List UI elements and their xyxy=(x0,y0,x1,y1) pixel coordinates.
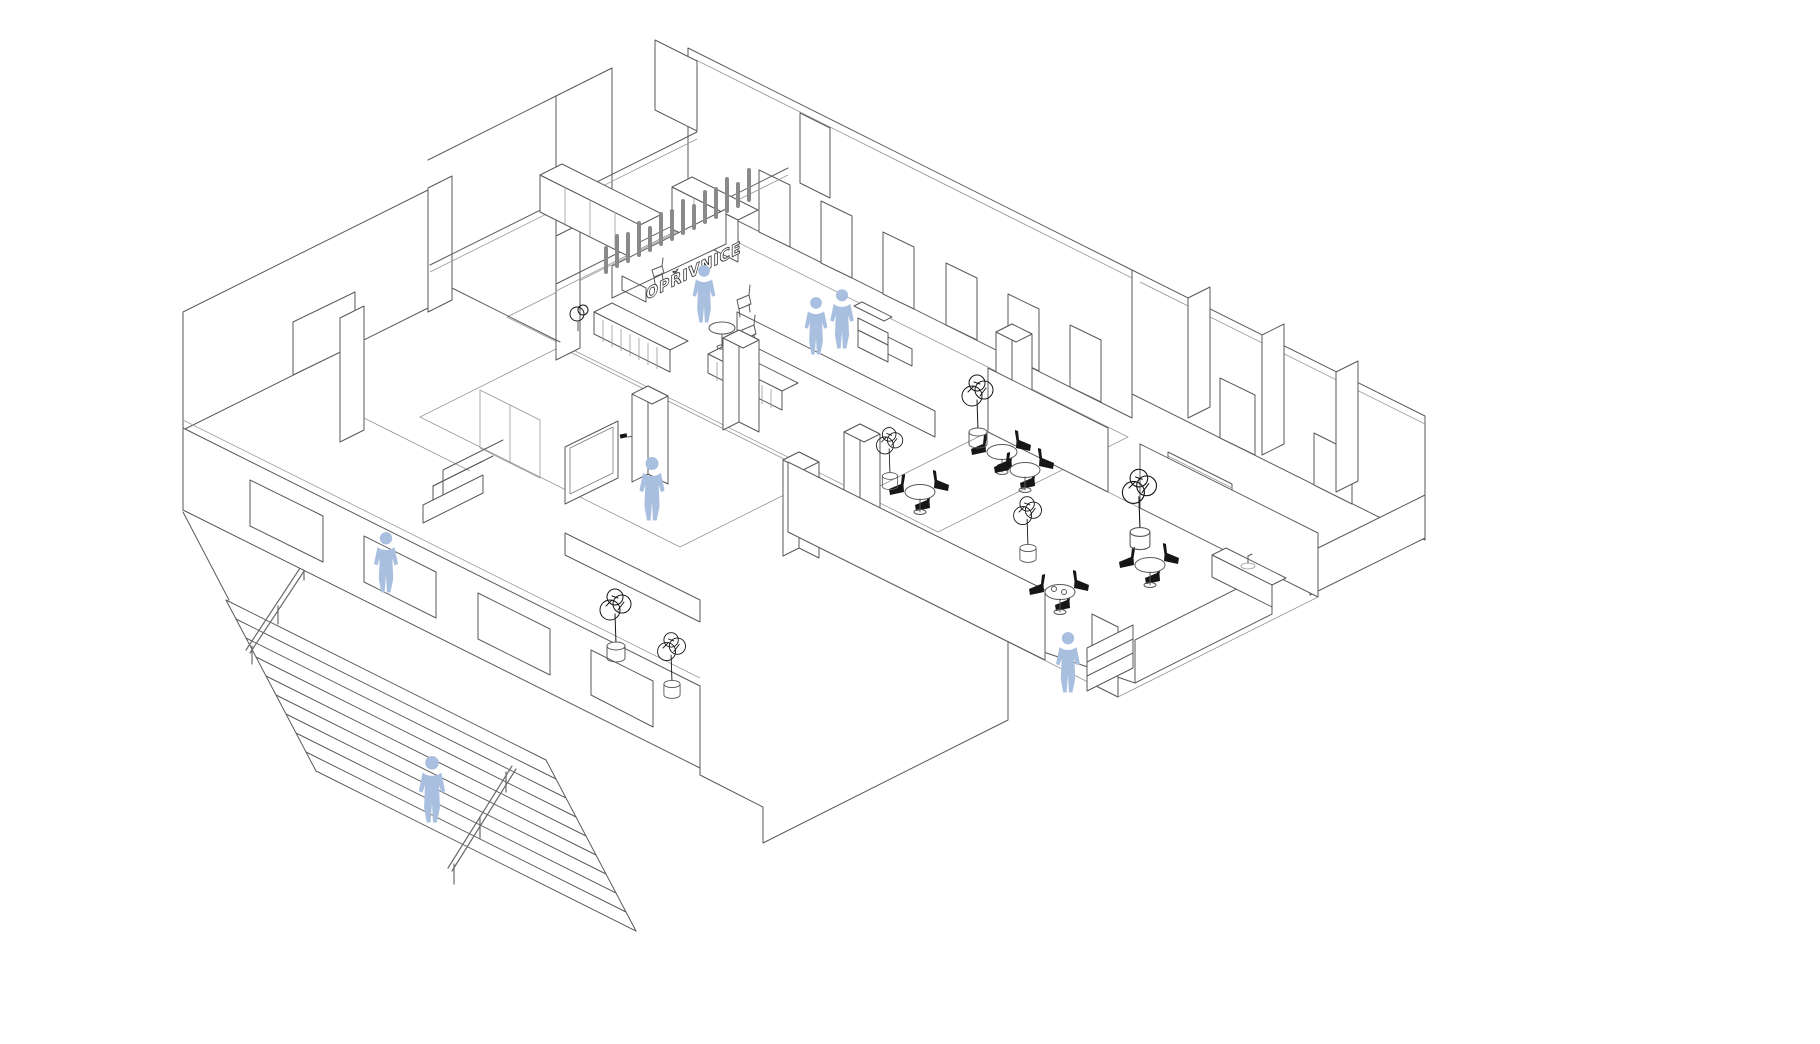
facade-window-3 xyxy=(477,592,551,676)
whiteboard xyxy=(564,420,619,505)
slatted-balustrades xyxy=(479,311,936,623)
plant-on-stand xyxy=(569,304,589,332)
cafe-shelf xyxy=(1086,624,1134,692)
facade-window-1 xyxy=(249,479,324,563)
facade-window-4 xyxy=(590,649,654,728)
stair-handrail-center xyxy=(447,765,517,885)
reception-area: OPŘIVNICE xyxy=(539,163,913,411)
door-4 xyxy=(945,262,978,341)
cafe-area xyxy=(787,367,1319,698)
wall-slab-b xyxy=(799,112,831,199)
right-wing-door xyxy=(1219,377,1256,456)
front-facade xyxy=(182,419,701,769)
entrance-stairs xyxy=(225,555,637,932)
door-6 xyxy=(1069,324,1102,403)
cafe-plant-2 xyxy=(1013,496,1042,563)
partition-2 xyxy=(1261,323,1285,456)
person-stairs xyxy=(418,756,446,823)
person-cafe-door xyxy=(1056,632,1080,693)
balustrade-upper xyxy=(736,311,936,438)
cafe-table-2 xyxy=(1119,543,1179,588)
copier xyxy=(853,301,913,367)
cafe-back-wall xyxy=(987,367,1319,598)
back-wall xyxy=(687,47,1133,419)
stepped-shelf xyxy=(422,439,504,524)
cups-on-table xyxy=(1051,586,1067,595)
partition-3 xyxy=(1335,360,1359,493)
person-lobby-1 xyxy=(804,297,828,355)
stair-handrail-upper xyxy=(245,555,313,665)
door-3 xyxy=(882,231,915,310)
wall-slab-a xyxy=(654,39,698,132)
door-2 xyxy=(820,200,853,279)
balustrade-entrance xyxy=(564,532,701,623)
entrance-mat xyxy=(419,346,821,548)
consult-desk xyxy=(621,257,665,303)
partition-a xyxy=(427,175,453,313)
reception-desk xyxy=(593,302,689,373)
door-1 xyxy=(758,169,791,248)
kitchen-counter xyxy=(1211,547,1287,608)
glass-door xyxy=(479,389,541,479)
partition-1 xyxy=(1187,286,1211,419)
partition-b xyxy=(339,305,365,443)
sign-dowel-screen xyxy=(604,168,751,299)
left-wing-window xyxy=(292,291,356,376)
column-2 xyxy=(722,329,760,433)
